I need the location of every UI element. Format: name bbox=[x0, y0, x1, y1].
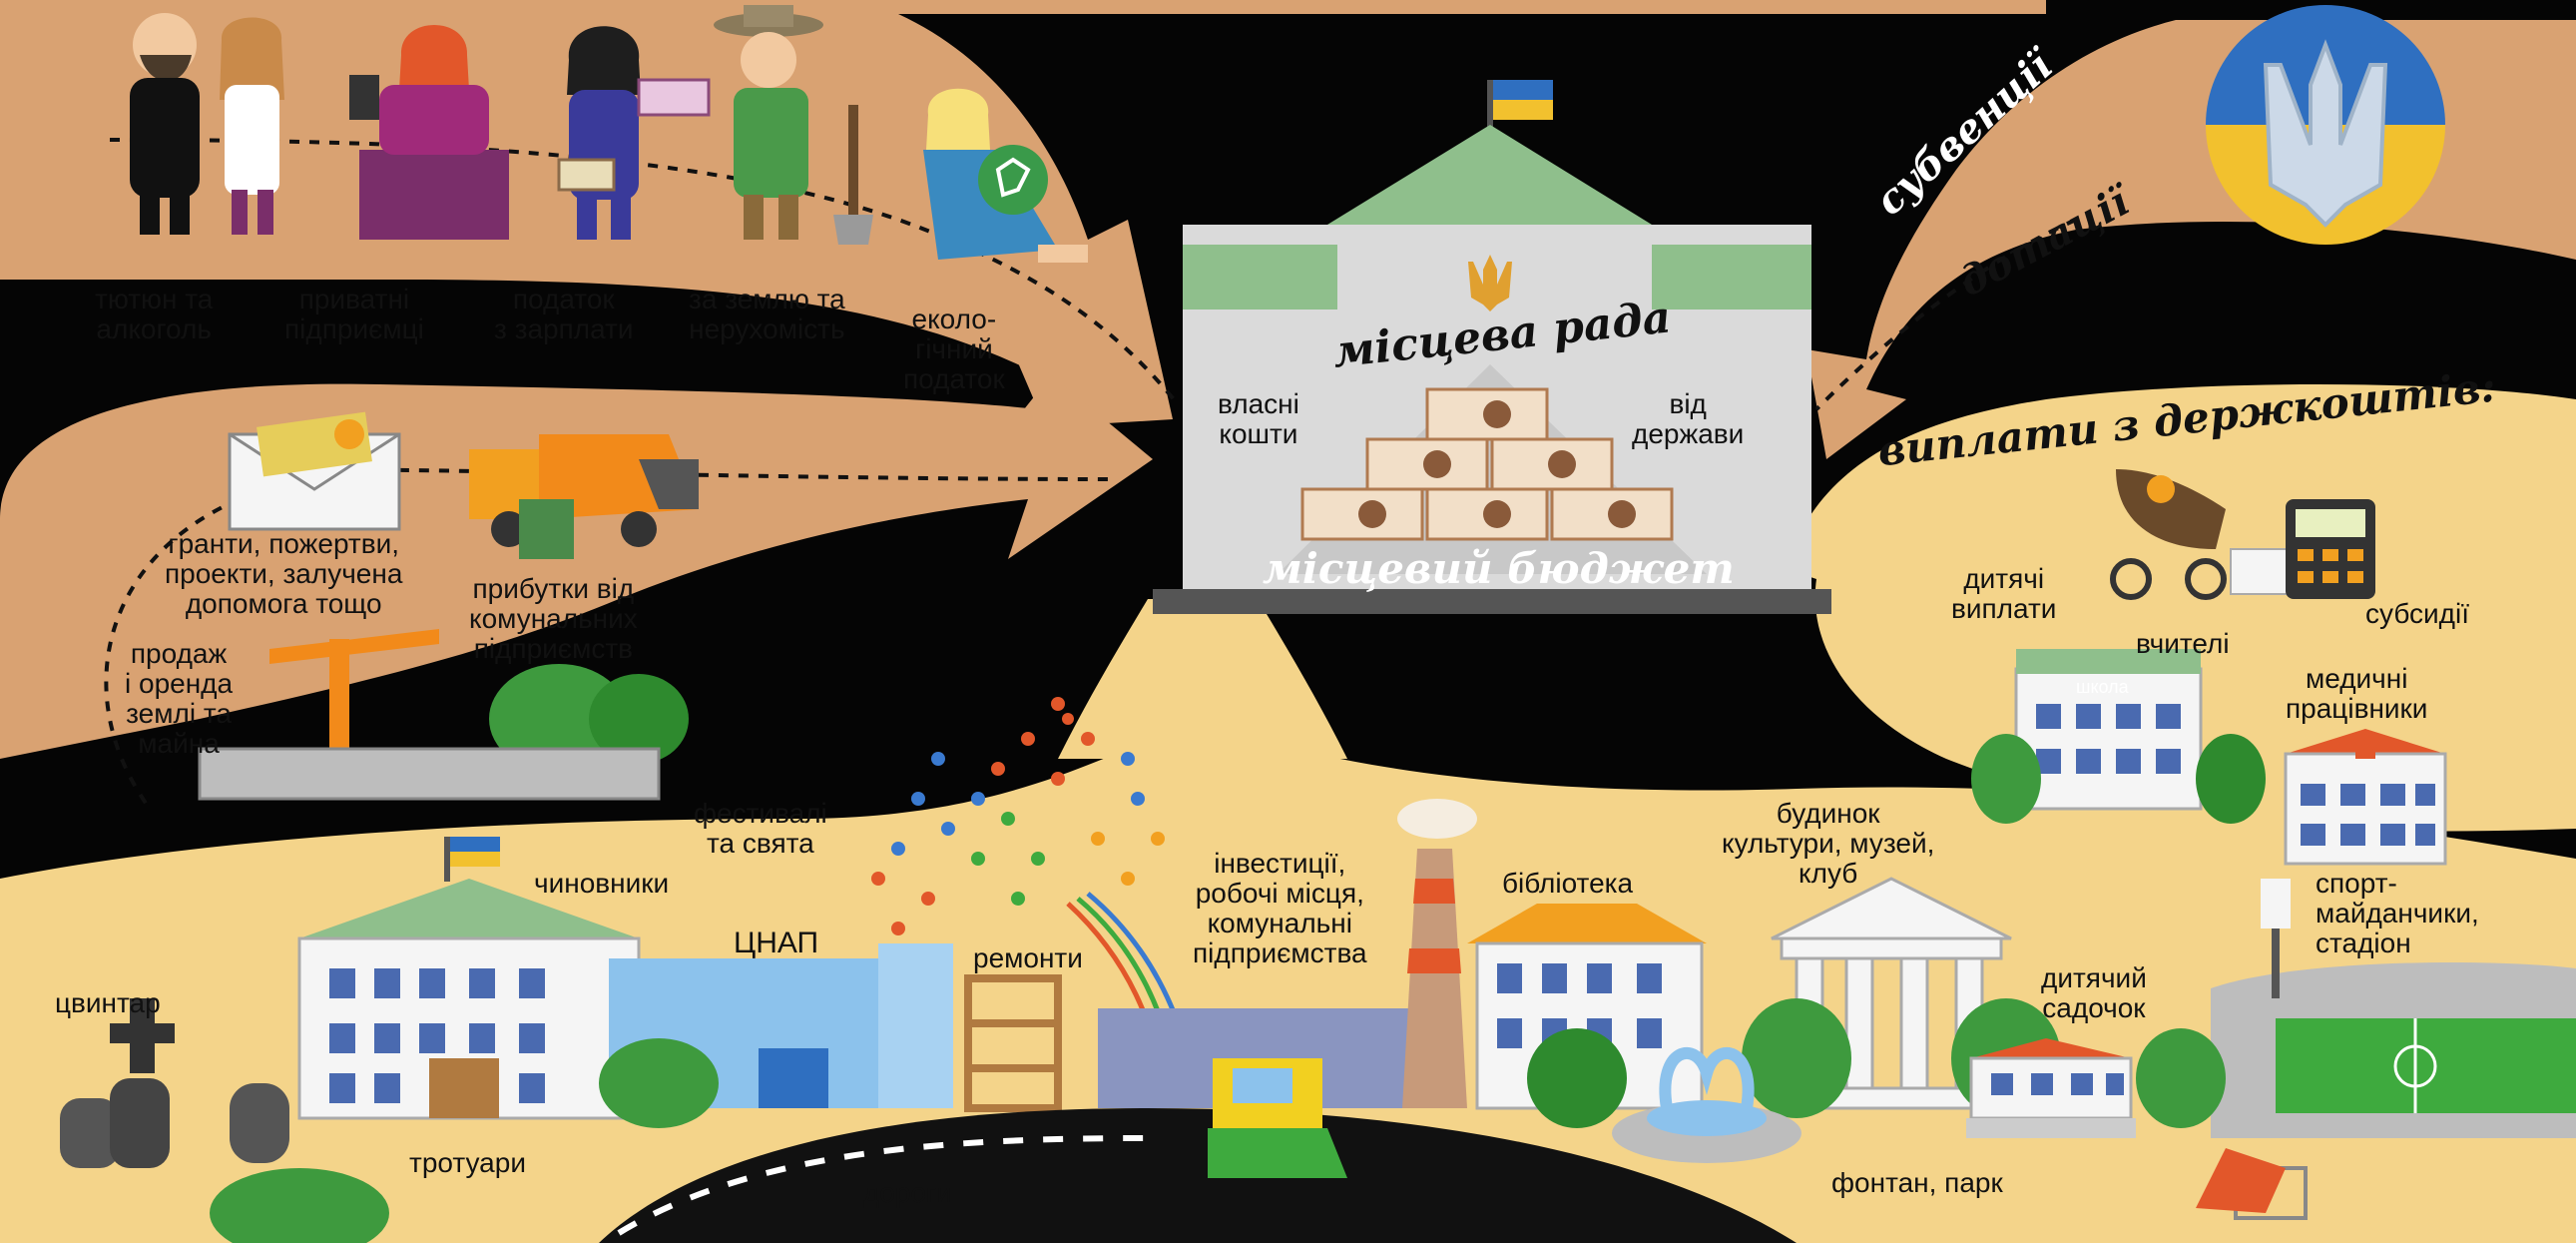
cnap-building bbox=[599, 943, 953, 1128]
stadium bbox=[2211, 879, 2576, 1138]
garbage-truck bbox=[469, 434, 699, 559]
stroller bbox=[2110, 469, 2227, 600]
label-fountain: фонтан, парк bbox=[1831, 1167, 2003, 1198]
dashed-path-taxes bbox=[109, 138, 1180, 406]
label-roads: дороги bbox=[863, 1177, 952, 1208]
coat-of-arms bbox=[2206, 5, 2445, 245]
hospital-building bbox=[2284, 729, 2447, 866]
road bbox=[599, 1108, 1797, 1243]
city-hall bbox=[297, 837, 641, 1120]
scaffold bbox=[964, 974, 1062, 1112]
label-subsidies: субсидії bbox=[2365, 598, 2470, 629]
road-sweeper bbox=[1208, 1058, 1347, 1178]
cemetery bbox=[60, 998, 289, 1168]
trees-bottom bbox=[210, 1028, 2226, 1243]
crane bbox=[269, 629, 439, 749]
label-library: бібліотека bbox=[1502, 868, 1634, 899]
budget-title: місцевий бюджет bbox=[1263, 544, 1735, 593]
state-payments-bubble bbox=[1757, 384, 2576, 832]
playground-slide bbox=[2196, 1148, 2308, 1220]
dashed-path-sale bbox=[104, 497, 241, 811]
kindergarten bbox=[1966, 1038, 2136, 1138]
label-cnap: ЦНАП bbox=[734, 927, 819, 959]
label-sidewalks: тротуари bbox=[409, 1147, 526, 1178]
school-building bbox=[1971, 649, 2266, 824]
envelope bbox=[228, 411, 401, 531]
label-sport: спорт-майданчики,стадіон bbox=[2316, 868, 2479, 958]
council-building bbox=[1153, 80, 1831, 614]
label-officials: чиновники bbox=[534, 868, 670, 899]
label-cemetery: цвинтар bbox=[55, 987, 161, 1018]
label-repairs: ремонти bbox=[973, 942, 1083, 973]
fence-bushes bbox=[198, 664, 689, 801]
label-teachers: вчителі bbox=[2136, 628, 2230, 659]
calculator bbox=[2230, 499, 2375, 599]
spending-flow bbox=[1058, 599, 1347, 759]
school-sign: школа bbox=[2076, 677, 2129, 697]
people-group bbox=[130, 5, 1088, 263]
fountain bbox=[1612, 1047, 1802, 1163]
